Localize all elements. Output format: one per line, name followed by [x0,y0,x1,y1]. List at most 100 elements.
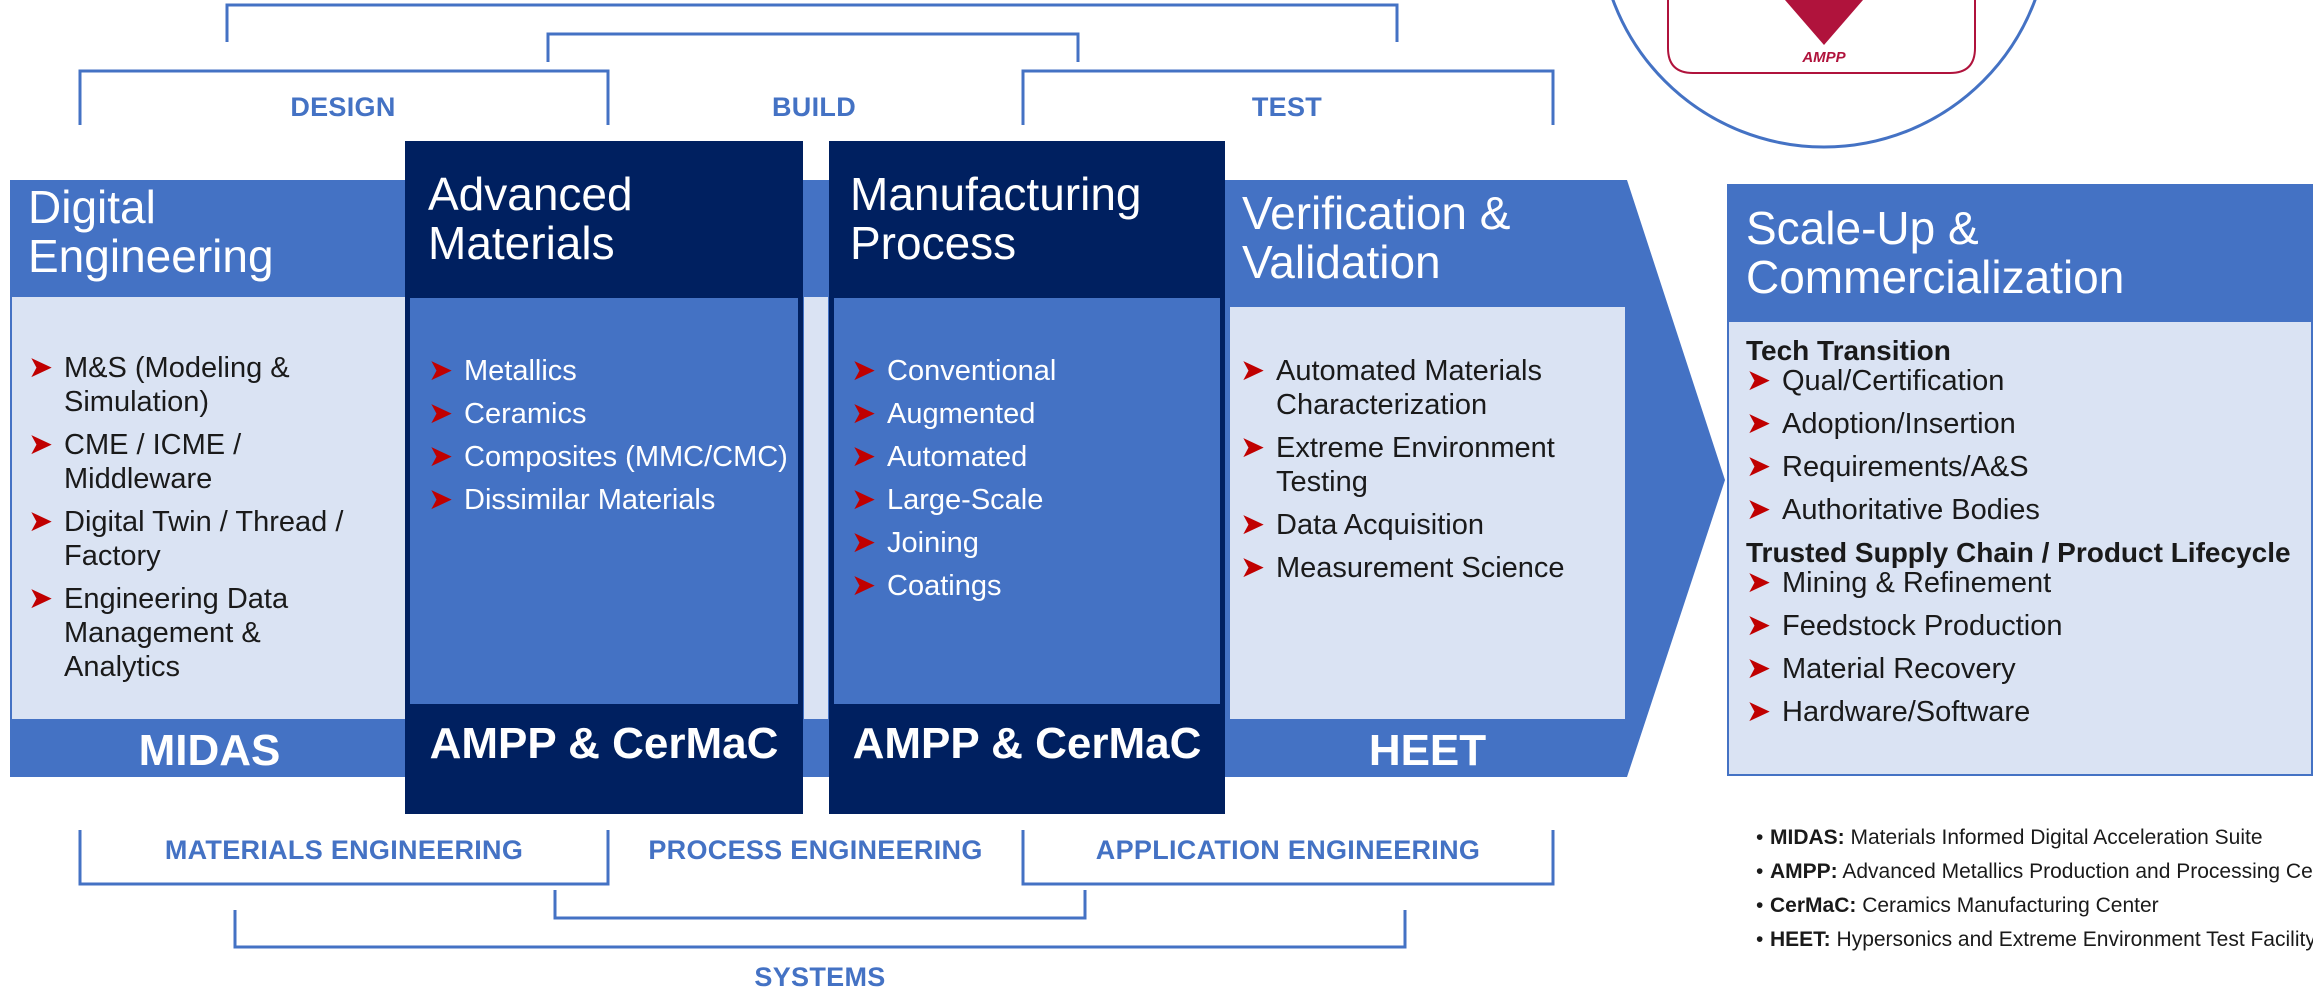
arrow-bullet-icon: ➤ [428,483,454,516]
phase-build: BUILD [772,92,856,122]
arrow-bullet-icon: ➤ [851,440,877,473]
bullet-icon: • [1756,860,1764,883]
verification-validation-title: Verification &Validation [1242,187,1511,288]
arrow-bullet-icon: ➤ [851,526,877,559]
arrow-bullet-icon: ➤ [851,483,877,516]
list-item: ➤Digital Twin / Thread / Factory [28,505,344,572]
legend-item: •HEET: Hypersonics and Extreme Environme… [1756,923,2313,957]
digital-engineering-list: ➤M&S (Modeling & Simulation) ➤CME / ICME… [28,351,378,693]
application-engineering-label: APPLICATION ENGINEERING [1095,835,1481,865]
design-bracket [78,69,610,125]
arrow-bullet-icon: ➤ [1746,407,1772,440]
materials-engineering-label: MATERIALS ENGINEERING [164,835,524,865]
list-item: ➤Extreme Environment Testing [1240,431,1555,498]
arrow-bullet-icon: ➤ [1746,450,1772,483]
list-item: ➤Composites (MMC/CMC) [428,440,788,473]
process-eng-bracket [553,890,1087,920]
arrow-bullet-icon: ➤ [428,440,454,473]
systems-bracket [233,910,1407,949]
bullet-icon: • [1756,928,1764,951]
design-build-test-outer-bracket [225,3,1399,42]
list-item: ➤Mining & Refinement [1746,566,2052,599]
list-item: ➤Joining [851,526,979,559]
legend-item: •CerMaC: Ceramics Manufacturing Center [1756,889,2313,923]
list-item: ➤Dissimilar Materials [428,483,716,516]
tech-transition-list: ➤Qual/Certification ➤Adoption/Insertion … [1746,364,2311,527]
arrow-bullet-icon: ➤ [1746,566,1772,599]
list-item: ➤Metallics [428,354,577,387]
advanced-materials-list: ➤Metallics ➤Ceramics ➤Composites (MMC/CM… [428,354,788,526]
legend-item: •MIDAS: Materials Informed Digital Accel… [1756,821,2313,855]
scaleup-content: Tech Transition ➤Qual/Certification ➤Ado… [1746,334,2311,738]
arrow-bullet-icon: ➤ [1240,508,1266,541]
scaleup-header [1727,184,2313,322]
arrow-bullet-icon: ➤ [1746,364,1772,397]
arrow-bullet-icon: ➤ [1746,695,1772,728]
logo-triangle-icon [1785,0,1863,45]
arrow-bullet-icon: ➤ [1746,493,1772,526]
manufacturing-process-list: ➤Conventional ➤Augmented ➤Automated ➤Lar… [851,354,1211,612]
application-eng-bracket [1021,830,1555,886]
verification-validation-list: ➤Automated Materials Characterization ➤E… [1240,354,1620,594]
list-item: ➤Automated [851,440,1028,473]
arrow-bullet-icon: ➤ [28,582,54,615]
bullet-icon: • [1756,826,1764,849]
list-item: ➤Augmented [851,397,1036,430]
phase-design: DESIGN [290,92,396,122]
logo-text: AMPP [1802,49,1846,66]
list-item: ➤Conventional [851,354,1057,387]
arrow-bullet-icon: ➤ [428,397,454,430]
arrow-bullet-icon: ➤ [428,354,454,387]
arrow-bullet-icon: ➤ [1746,609,1772,642]
process-engineering-label: PROCESS ENGINEERING [648,835,983,865]
ampp-cermac-label-2: AMPP & CerMaC [852,719,1202,768]
list-item: ➤Engineering Data Management & Analytics [28,582,289,683]
arrow-bullet-icon: ➤ [851,354,877,387]
arrow-bullet-icon: ➤ [28,505,54,538]
list-item: ➤Automated Materials Characterization [1240,354,1542,421]
arrow-bullet-icon: ➤ [851,569,877,602]
arrow-bullet-icon: ➤ [28,351,54,384]
list-item: ➤Material Recovery [1746,652,2016,685]
arrow-bullet-icon: ➤ [1240,354,1266,387]
list-item: ➤M&S (Modeling & Simulation) [28,351,290,418]
ampp-cermac-label-1: AMPP & CerMaC [429,719,779,768]
supply-chain-list: ➤Mining & Refinement ➤Feedstock Producti… [1746,566,2311,729]
materials-eng-bracket [78,830,610,886]
scaleup-title: Scale-Up &Commercialization [1746,202,2125,303]
logo-frame [1667,0,1976,74]
arrow-bullet-icon: ➤ [851,397,877,430]
midas-label: MIDAS [138,726,281,775]
arrow-bullet-icon: ➤ [1240,551,1266,584]
list-item: ➤Ceramics [428,397,587,430]
list-item: ➤Data Acquisition [1240,508,1484,541]
build-bracket [546,32,1080,62]
list-item: ➤Large-Scale [851,483,1044,516]
list-item: ➤CME / ICME / Middleware [28,428,242,495]
legend-item: •AMPP: Advanced Metallics Production and… [1756,855,2313,889]
arrow-bullet-icon: ➤ [28,428,54,461]
bullet-icon: • [1756,894,1764,917]
systems-label: SYSTEMS [754,962,886,992]
list-item: ➤Measurement Science [1240,551,1565,584]
arrow-bullet-icon: ➤ [1240,431,1266,464]
tech-transition-heading: Tech Transition [1746,335,1951,366]
arrow-bullet-icon: ➤ [1746,652,1772,685]
test-bracket [1021,69,1555,125]
phase-test: TEST [1251,92,1323,122]
heet-label: HEET [1368,726,1487,775]
list-item: ➤Feedstock Production [1746,609,2063,642]
list-item: ➤Adoption/Insertion [1746,407,2016,440]
supply-chain-heading: Trusted Supply Chain / Product Lifecycle [1746,537,2291,568]
list-item: ➤Requirements/A&S [1746,450,2029,483]
list-item: ➤Qual/Certification [1746,364,2005,397]
list-item: ➤Hardware/Software [1746,695,2031,728]
list-item: ➤Authoritative Bodies [1746,493,2040,526]
list-item: ➤Coatings [851,569,1002,602]
acronym-legend: •MIDAS: Materials Informed Digital Accel… [1756,821,2313,957]
